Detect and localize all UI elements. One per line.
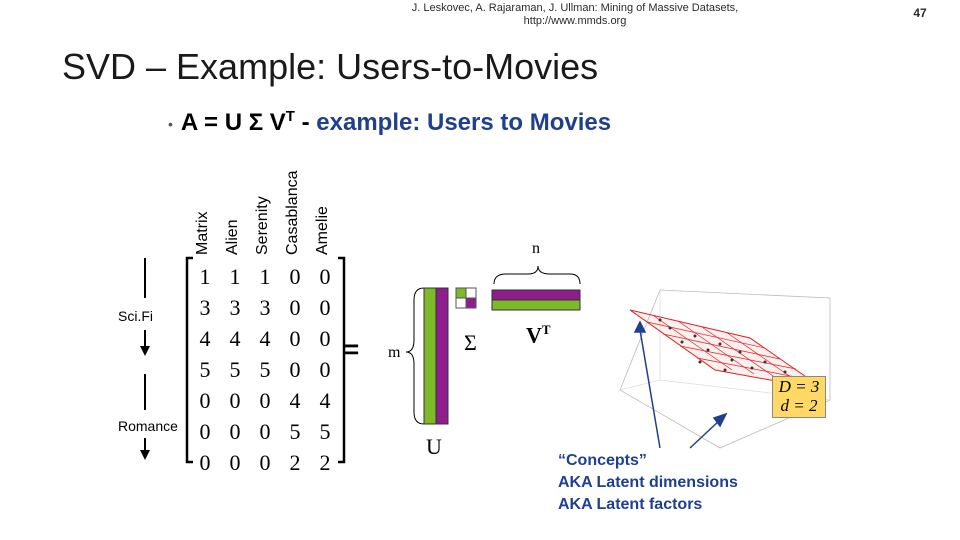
genre-arrows <box>140 258 150 460</box>
sigma-cell-3 <box>455 297 467 309</box>
matrix-cell: 0 <box>259 388 271 413</box>
movie-header-matrix: Matrix <box>194 211 211 255</box>
matrix-cell: 5 <box>259 357 271 382</box>
formula: A = U Σ V <box>180 109 286 136</box>
matrix-cell: 0 <box>199 388 211 413</box>
plot-frame <box>619 289 831 449</box>
bullet-dash: - <box>294 109 317 136</box>
vt-label: VT <box>526 322 551 348</box>
dimension-box: D = 3 d = 2 <box>772 376 826 418</box>
matrix-cell: 0 <box>289 264 301 289</box>
n-brace-icon <box>493 265 581 285</box>
bullet-point: • A = U Σ VT - example: Users to Movies <box>168 108 611 137</box>
slide-title: SVD – Example: Users-to-Movies <box>62 46 599 87</box>
credit-line-2: http://www.mmds.org <box>523 15 627 27</box>
matrix-cell: 0 <box>319 357 331 382</box>
matrix-cell: 5 <box>199 357 211 382</box>
vt-label-superscript: T <box>541 322 551 337</box>
svd-decomposition-diagram <box>405 265 581 425</box>
matrix-cell: 0 <box>319 326 331 351</box>
matrix-cell: 4 <box>259 326 271 351</box>
sigma-label: Σ <box>464 330 477 355</box>
n-label: n <box>532 240 540 257</box>
matrix-cell: 1 <box>229 264 241 289</box>
matrix-cell: 3 <box>259 295 271 320</box>
sigma-cell-4 <box>465 297 477 309</box>
equals-sign: = <box>344 334 360 364</box>
matrix-cell: 4 <box>199 326 211 351</box>
matrix-brackets <box>185 256 346 464</box>
concepts-line-3: AKA Latent factors <box>558 496 703 513</box>
matrix-cell: 0 <box>229 388 241 413</box>
matrix-cell: 0 <box>259 419 271 444</box>
matrix-cell: 0 <box>319 264 331 289</box>
m-label: m <box>388 344 401 361</box>
concepts-caption: “Concepts” AKA Latent dimensions AKA Lat… <box>558 450 738 516</box>
matrix-cell: 3 <box>199 295 211 320</box>
matrix-cell: 4 <box>229 326 241 351</box>
dimension-line-2: d = 2 <box>780 396 818 415</box>
dimension-line-1: D = 3 <box>778 377 820 396</box>
matrix-cell: 0 <box>319 295 331 320</box>
concepts-line-2: AKA Latent dimensions <box>558 474 738 491</box>
romance-arrow-icon <box>140 374 150 460</box>
genre-label-romance: Romance <box>118 418 178 434</box>
concepts-line-1: “Concepts” <box>558 452 647 469</box>
bullet-text: example: Users to Movies <box>316 109 612 136</box>
u-column-2 <box>435 287 449 425</box>
matrix-cell: 0 <box>229 419 241 444</box>
page-number: 47 <box>913 6 927 20</box>
movie-header-amelie: Amelie <box>314 206 331 255</box>
matrix-cell: 0 <box>289 357 301 382</box>
u-label: U <box>426 434 442 459</box>
movie-header-casablanca: Casablanca <box>284 170 301 256</box>
matrix-cell: 4 <box>289 388 301 413</box>
sigma-cell-1 <box>455 287 467 299</box>
matrix-cell: 5 <box>319 419 331 444</box>
concept-arrows <box>633 320 728 449</box>
vt-label-base: V <box>526 322 542 348</box>
vt-row-2 <box>491 299 581 311</box>
credit-text: J. Leskovec, A. Rajaraman, J. Ullman: Mi… <box>360 2 790 28</box>
matrix-cell: 0 <box>229 450 241 475</box>
matrix-cell: 2 <box>289 450 301 475</box>
vt-row-1 <box>491 289 581 301</box>
matrix-cell: 4 <box>319 388 331 413</box>
matrix-cell: 0 <box>289 326 301 351</box>
matrix-cell: 0 <box>199 450 211 475</box>
matrix-cell: 2 <box>319 450 331 475</box>
matrix-cell: 5 <box>289 419 301 444</box>
bullet-dot-icon: • <box>168 115 173 132</box>
matrix-cell: 1 <box>259 264 271 289</box>
scifi-arrow-icon <box>140 258 150 356</box>
matrix-cell: 0 <box>199 419 211 444</box>
formula-superscript: T <box>285 108 295 125</box>
latent-space-plot <box>619 289 831 449</box>
u-column-1 <box>423 287 437 425</box>
sigma-cell-2 <box>465 287 477 299</box>
matrix-cell: 0 <box>289 295 301 320</box>
genre-label-scifi: Sci.Fi <box>118 308 153 324</box>
matrix-cell: 0 <box>259 450 271 475</box>
matrix-cell: 5 <box>229 357 241 382</box>
credit-line-1: J. Leskovec, A. Rajaraman, J. Ullman: Mi… <box>411 2 739 14</box>
movie-header-alien: Alien <box>224 219 241 255</box>
header-bar <box>0 0 960 28</box>
matrix-cell: 1 <box>199 264 211 289</box>
m-brace-icon <box>405 287 425 425</box>
matrix-cell: 3 <box>229 295 241 320</box>
movie-header-serenity: Serenity <box>254 196 271 255</box>
